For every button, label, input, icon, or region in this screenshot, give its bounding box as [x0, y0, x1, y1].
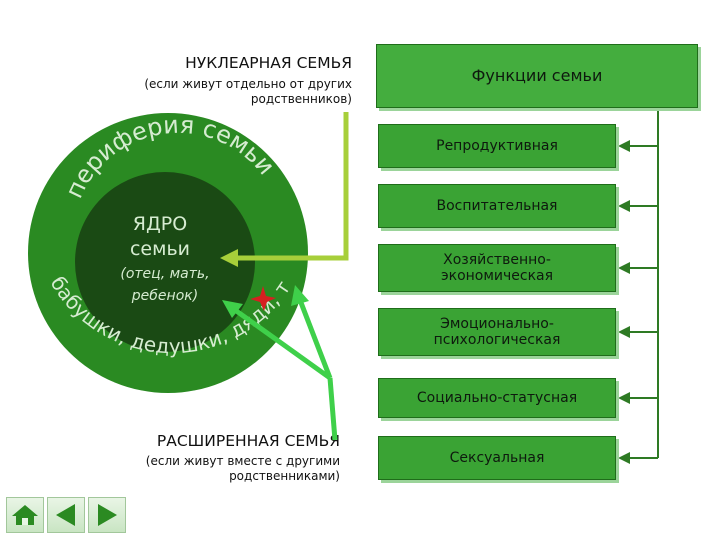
function-sexual: Сексуальная	[378, 436, 616, 480]
next-button[interactable]	[88, 497, 126, 533]
nuclear-subtitle-line2: родственников)	[250, 92, 352, 106]
function-educational: Воспитательная	[378, 184, 616, 228]
function-reproductive: Репродуктивная	[378, 124, 616, 168]
functions-title: Функции семьи	[376, 44, 698, 108]
nuclear-family-title: НУКЛЕАРНАЯ СЕМЬЯ	[185, 54, 352, 72]
function-label-line1: Репродуктивная	[436, 138, 558, 154]
function-label-line1: Эмоционально-	[440, 316, 554, 332]
core-title-line2: семьи	[130, 238, 190, 260]
function-label-line2: психологическая	[433, 332, 561, 348]
function-social-status: Социально-статусная	[378, 378, 616, 418]
arrow-left-icon	[56, 504, 75, 526]
functions-connector	[618, 108, 659, 464]
extended-family-title: РАСШИРЕННАЯ СЕМЬЯ	[156, 432, 340, 450]
function-label-line2: экономическая	[440, 268, 554, 284]
arrow-right-icon	[98, 504, 117, 526]
inner-core	[75, 172, 255, 352]
function-label-line1: Сексуальная	[449, 450, 545, 466]
extended-subtitle-line2: родственниками)	[229, 469, 340, 483]
function-label-line1: Хозяйственно-	[443, 252, 551, 268]
extended-arrows	[222, 285, 338, 441]
star-icon	[250, 286, 276, 311]
core-title-line1: ЯДРО	[133, 213, 187, 235]
home-icon	[12, 505, 38, 525]
extended-subtitle-line1: (если живут вместе с другими	[145, 454, 340, 468]
nuclear-arrow	[220, 112, 349, 267]
function-label-line1: Воспитательная	[436, 198, 558, 214]
function-economic: Хозяйственно- экономическая	[378, 244, 616, 292]
prev-button[interactable]	[47, 497, 85, 533]
nuclear-family-subtitle: (если живут отдельно от других родственн…	[120, 77, 352, 107]
function-emotional: Эмоционально- психологическая	[378, 308, 616, 356]
extended-family-subtitle: (если живут вместе с другими родственник…	[110, 454, 340, 484]
home-button[interactable]	[6, 497, 44, 533]
nuclear-subtitle-line1: (если живут отдельно от других	[144, 77, 352, 91]
core-subtitle-line2: ребенок)	[131, 288, 198, 304]
core-subtitle-line1: (отец, мать,	[120, 266, 209, 282]
function-label-line1: Социально-статусная	[416, 390, 578, 406]
